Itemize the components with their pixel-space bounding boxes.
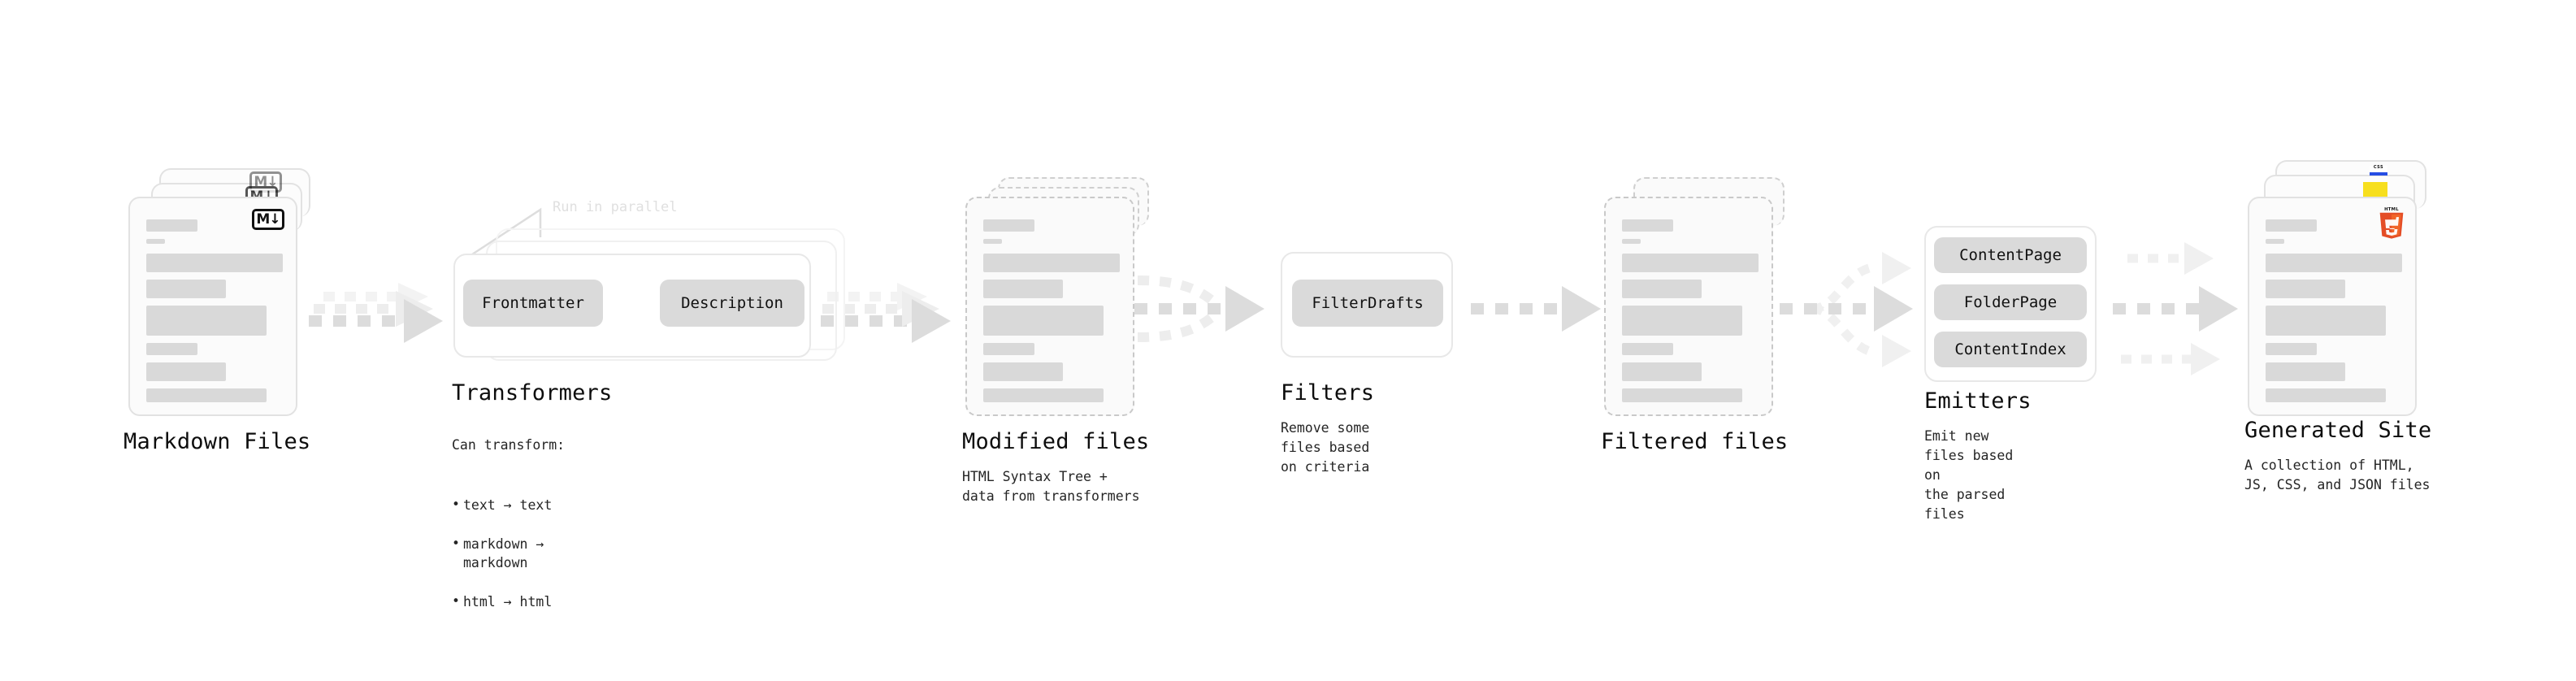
skeleton-bar [1622,219,1673,232]
list-item: text → text [452,495,612,515]
skeleton-bar [1622,306,1742,336]
skeleton-bars [1622,219,1759,410]
arrow-filtered-to-emitters [1780,252,1913,367]
skeleton-bar [2266,362,2345,381]
stage-subtitle-wrap: Can transform: text → text markdown → ma… [452,416,612,651]
pill-folderpage[interactable]: FolderPage [1934,284,2087,320]
skeleton-bar [146,306,267,336]
markdown-icon: M↓ [252,209,284,230]
skeleton-bar [2266,239,2284,244]
skeleton-bar [983,388,1104,402]
stage-title: Transformers [452,380,613,406]
caption-filters: Filters Remove some files based on crite… [1281,380,1374,477]
filtered-file-card [1604,197,1773,416]
can-transform-label: Can transform: [452,436,566,453]
skeleton-bar [1622,280,1702,298]
transform-list: text → text markdown → markdown html → h… [452,476,612,631]
list-item: markdown → markdown [452,534,612,574]
arrow-modified-to-filters [1134,275,1264,342]
js-icon [2363,182,2387,197]
skeleton-bar [146,280,226,298]
skeleton-bar [2266,388,2386,402]
skeleton-bar [2266,280,2345,298]
stage-title: Filters [1281,380,1375,406]
list-item: html → html [452,592,612,612]
css-icon-label: CSS [2373,165,2384,170]
stage-title: Emitters [1924,388,2032,414]
stage-title: Modified files [962,429,1150,454]
arrow-markdown-to-transformers [309,283,443,343]
stage-title: Filtered files [1601,429,1789,454]
run-in-parallel-label: Run in parallel [553,199,678,215]
skeleton-bar [146,362,226,381]
stage-title: Markdown Files [124,429,311,454]
skeleton-bar [2266,306,2386,336]
skeleton-bar [983,343,1034,355]
pill-contentpage[interactable]: ContentPage [1934,237,2087,273]
skeleton-bars [146,219,283,410]
skeleton-bar [983,254,1120,272]
skeleton-bars [983,219,1120,410]
skeleton-bar [146,239,165,244]
arrow-filters-to-filtered [1471,286,1601,332]
pill-filterdrafts[interactable]: FilterDrafts [1292,280,1443,327]
generated-site-card: HTML [2248,197,2417,416]
pill-frontmatter[interactable]: Frontmatter [463,280,603,327]
stage-subtitle: Emit new files based on the parsed files [1924,428,2014,522]
skeleton-bar [1622,388,1742,402]
caption-transformers: Transformers Can transform: text → text … [452,380,612,651]
caption-modified-files: Modified files HTML Syntax Tree + data f… [962,429,1149,506]
skeleton-bar [983,362,1063,381]
caption-markdown-files: Markdown Files [124,429,310,454]
skeleton-bar [2266,343,2317,355]
skeleton-bar [983,219,1034,232]
skeleton-bar [146,219,197,232]
html5-icon: HTML [2379,207,2404,239]
stage-subtitle: A collection of HTML, JS, CSS, and JSON … [2244,458,2431,492]
skeleton-bars [2266,219,2402,410]
skeleton-bar [1622,254,1759,272]
css-icon-bar [2370,172,2387,176]
modified-file-card [965,197,1134,416]
caption-emitters: Emitters Emit new files based on the par… [1924,388,2032,524]
css-icon: CSS [2370,165,2387,176]
skeleton-bar [1622,362,1702,381]
svg-text:HTML: HTML [2384,207,2399,212]
caption-generated-site: Generated Site A collection of HTML, JS,… [2244,418,2431,495]
skeleton-bar [146,388,267,402]
pill-description[interactable]: Description [660,280,804,327]
skeleton-bar [983,239,1002,244]
skeleton-bar [2266,254,2402,272]
pill-contentindex[interactable]: ContentIndex [1934,332,2087,367]
stage-title: Generated Site [2244,418,2432,443]
stage-subtitle: Remove some files based on criteria [1281,420,1370,475]
skeleton-bar [983,306,1104,336]
skeleton-bar [983,280,1063,298]
skeleton-bar [1622,239,1641,244]
markdown-file-card: M↓ [128,197,297,416]
skeleton-bar [1622,343,1673,355]
caption-filtered-files: Filtered files [1601,429,1788,454]
stage-subtitle: HTML Syntax Tree + data from transformer… [962,469,1140,504]
skeleton-bar [2266,219,2317,232]
skeleton-bar [146,343,197,355]
arrow-emitters-to-site [2113,242,2238,375]
skeleton-bar [146,254,283,272]
